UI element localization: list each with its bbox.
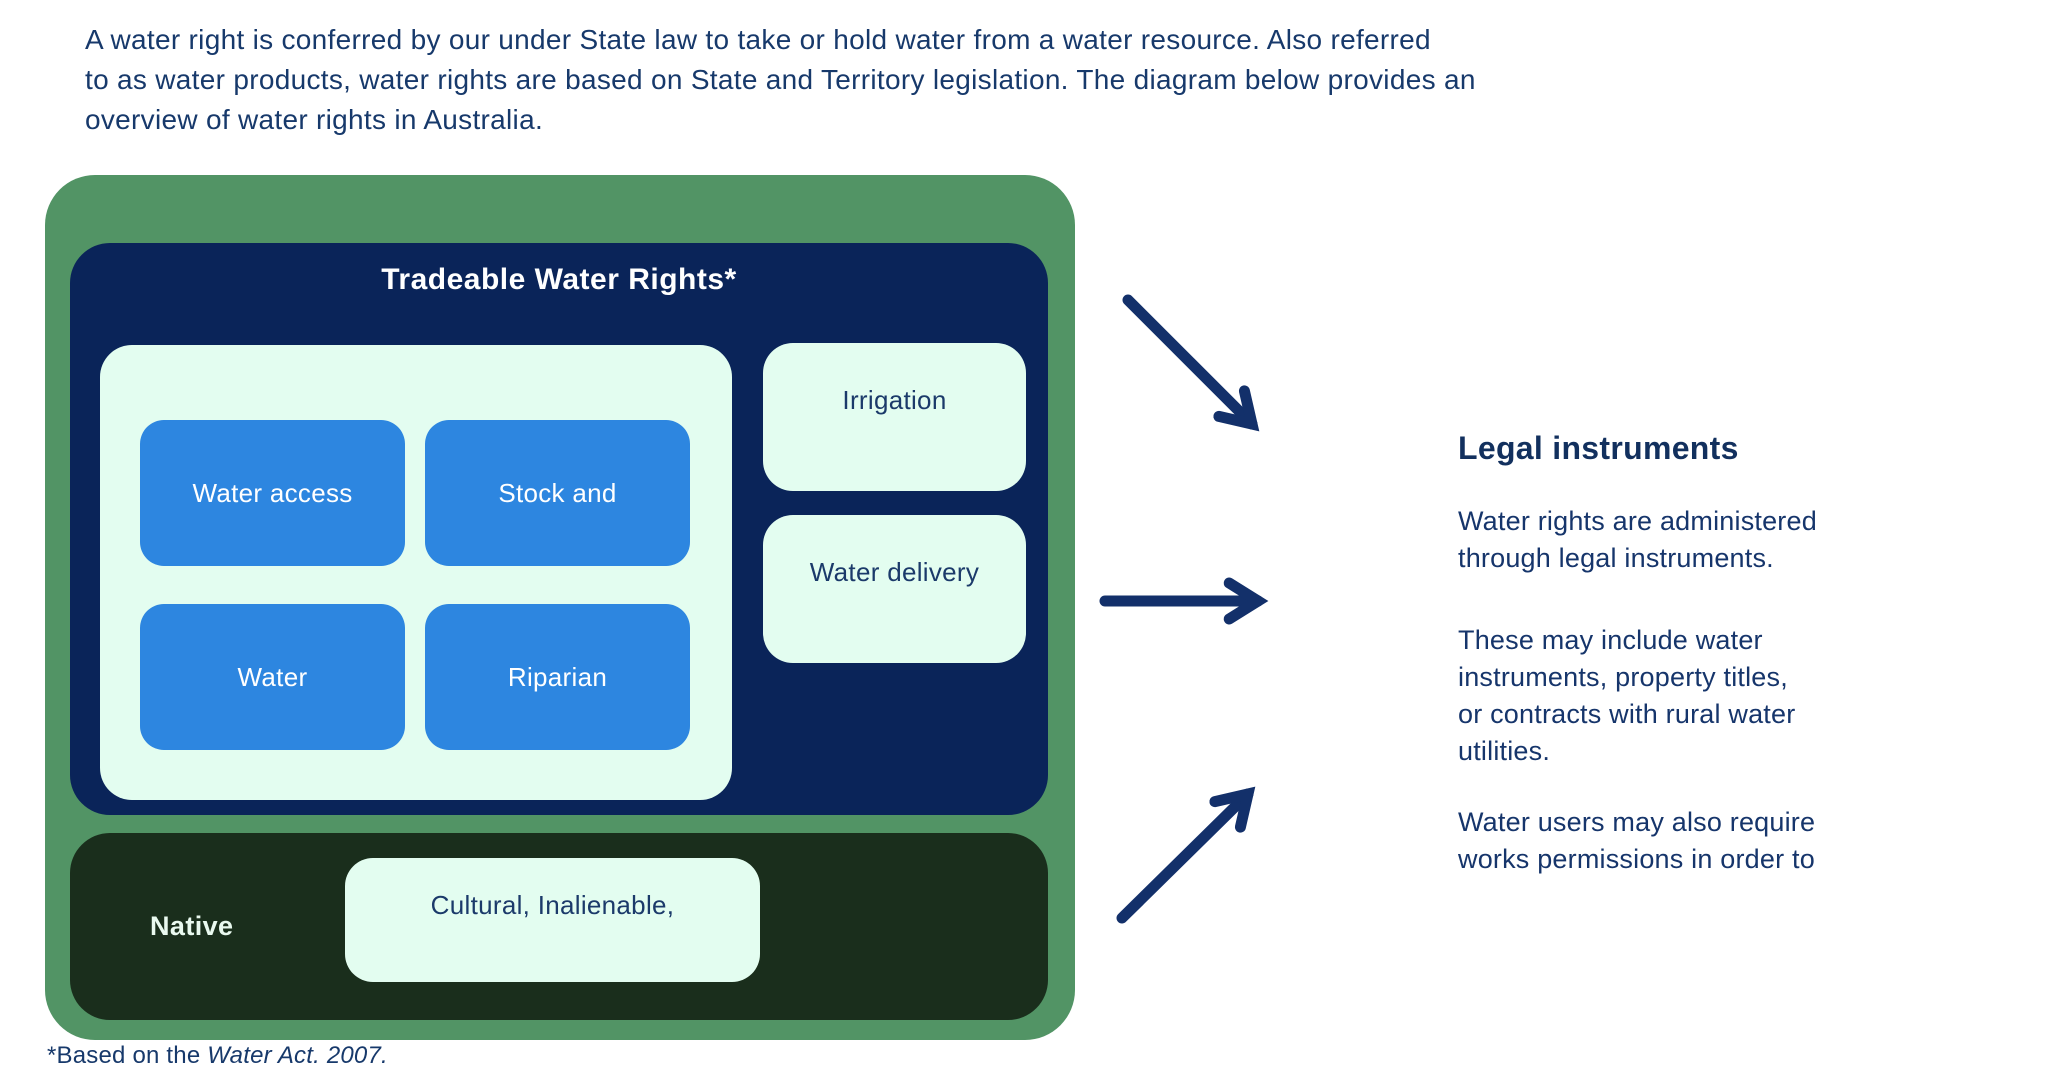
footnote-prefix: *Based on the [47,1042,208,1069]
legal-paragraph-1: Water rights are administered through le… [1458,506,1817,573]
native-label: Native [150,911,234,941]
tradeable-water-rights-title: Tradeable Water Rights* [381,263,737,296]
legal-paragraph-2: These may include water instruments, pro… [1458,625,1796,766]
arrow-right-icon [1099,577,1269,625]
legal-instruments-heading: Legal instruments [1458,430,1739,466]
water-delivery-box: Water delivery [763,515,1026,663]
intro-text: A water right is conferred by our under … [85,24,1476,135]
footnote: *Based on the Water Act. 2007. [47,1042,388,1070]
riparian-box: Riparian [425,604,690,750]
arrow-down-right-icon [1122,294,1260,432]
connector-arrows [1099,294,1269,924]
footnote-act-title: Water Act. 2007. [207,1042,388,1069]
legal-paragraph-3: Water users may also require works permi… [1458,807,1816,874]
water-box: Water [140,604,405,750]
stock-and-box: Stock and [425,420,690,566]
irrigation-box: Irrigation [763,343,1026,491]
arrow-up-right-icon [1116,786,1256,924]
water-access-box: Water access [140,420,405,566]
cultural-inalienable-box: Cultural, Inalienable, [345,858,760,982]
